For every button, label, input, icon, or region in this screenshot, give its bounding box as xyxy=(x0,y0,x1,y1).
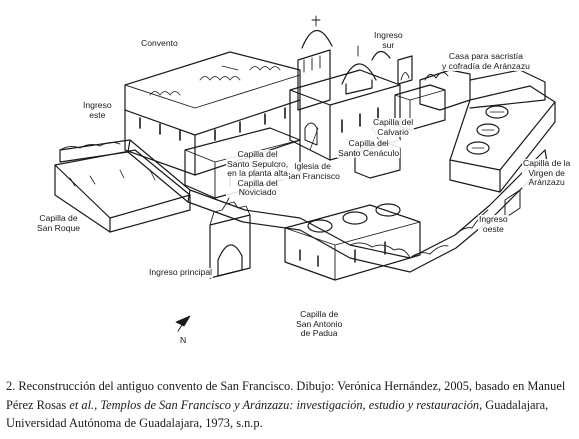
label-casa-sacristia: Casa para sacristía y cofradía de Aránza… xyxy=(441,51,531,72)
label-iglesia-san-francisco: Iglesia de San Francisco xyxy=(284,161,341,182)
capilla-san-antonio-building xyxy=(284,203,421,281)
label-north: N xyxy=(179,335,188,346)
capilla-virgen-aranzazu-building xyxy=(449,85,556,193)
label-ingreso-oeste: Ingreso oeste xyxy=(478,214,509,235)
label-convento: Convento xyxy=(140,38,179,49)
atrium-wall xyxy=(59,139,548,273)
label-ingreso-sur: Ingreso sur xyxy=(373,30,404,51)
ingreso-principal-gate xyxy=(209,195,251,279)
caption-text-1: Reconstrucción del antiguo convento de S… xyxy=(6,379,566,412)
label-ingreso-este: Ingreso este xyxy=(82,100,113,121)
figure-caption: 2. Reconstrucción del antiguo convento d… xyxy=(6,377,574,433)
label-capilla-san-antonio: Capilla de San Antonio de Padua xyxy=(295,309,344,339)
iglesia-san-francisco-building xyxy=(289,15,401,161)
capilla-san-roque-building xyxy=(54,149,191,233)
caption-text-3: , Guadalajara, Universidad Autónoma de G… xyxy=(6,397,549,431)
label-ingreso-principal: Ingreso principal xyxy=(148,267,214,278)
ingreso-oeste-gate xyxy=(504,189,521,219)
label-capilla-virgen-aranzazu: Capilla de la Virgen de Aránzazu xyxy=(522,158,572,188)
convent-reconstruction-drawing xyxy=(54,15,556,332)
north-arrow-icon xyxy=(175,315,191,332)
caption-et-al: et al. xyxy=(69,397,95,412)
casa-sacristia-building xyxy=(419,69,546,111)
label-capilla-santo-sepulcro: Capilla del Santo Sepulcro, en la planta… xyxy=(226,149,290,198)
caption-book-title: Templos de San Francisco y Aránzazu: inv… xyxy=(100,397,480,412)
label-capilla-calvario: Capilla del Calvario xyxy=(372,117,415,138)
label-capilla-san-roque: Capilla de San Roque xyxy=(36,213,82,234)
label-capilla-santo-cenaculo: Capilla del Santo Cenáculo xyxy=(337,138,401,159)
caption-number: 2. xyxy=(6,379,16,393)
caption-text-2: , xyxy=(94,397,101,412)
ingreso-sur-gate xyxy=(397,55,413,85)
